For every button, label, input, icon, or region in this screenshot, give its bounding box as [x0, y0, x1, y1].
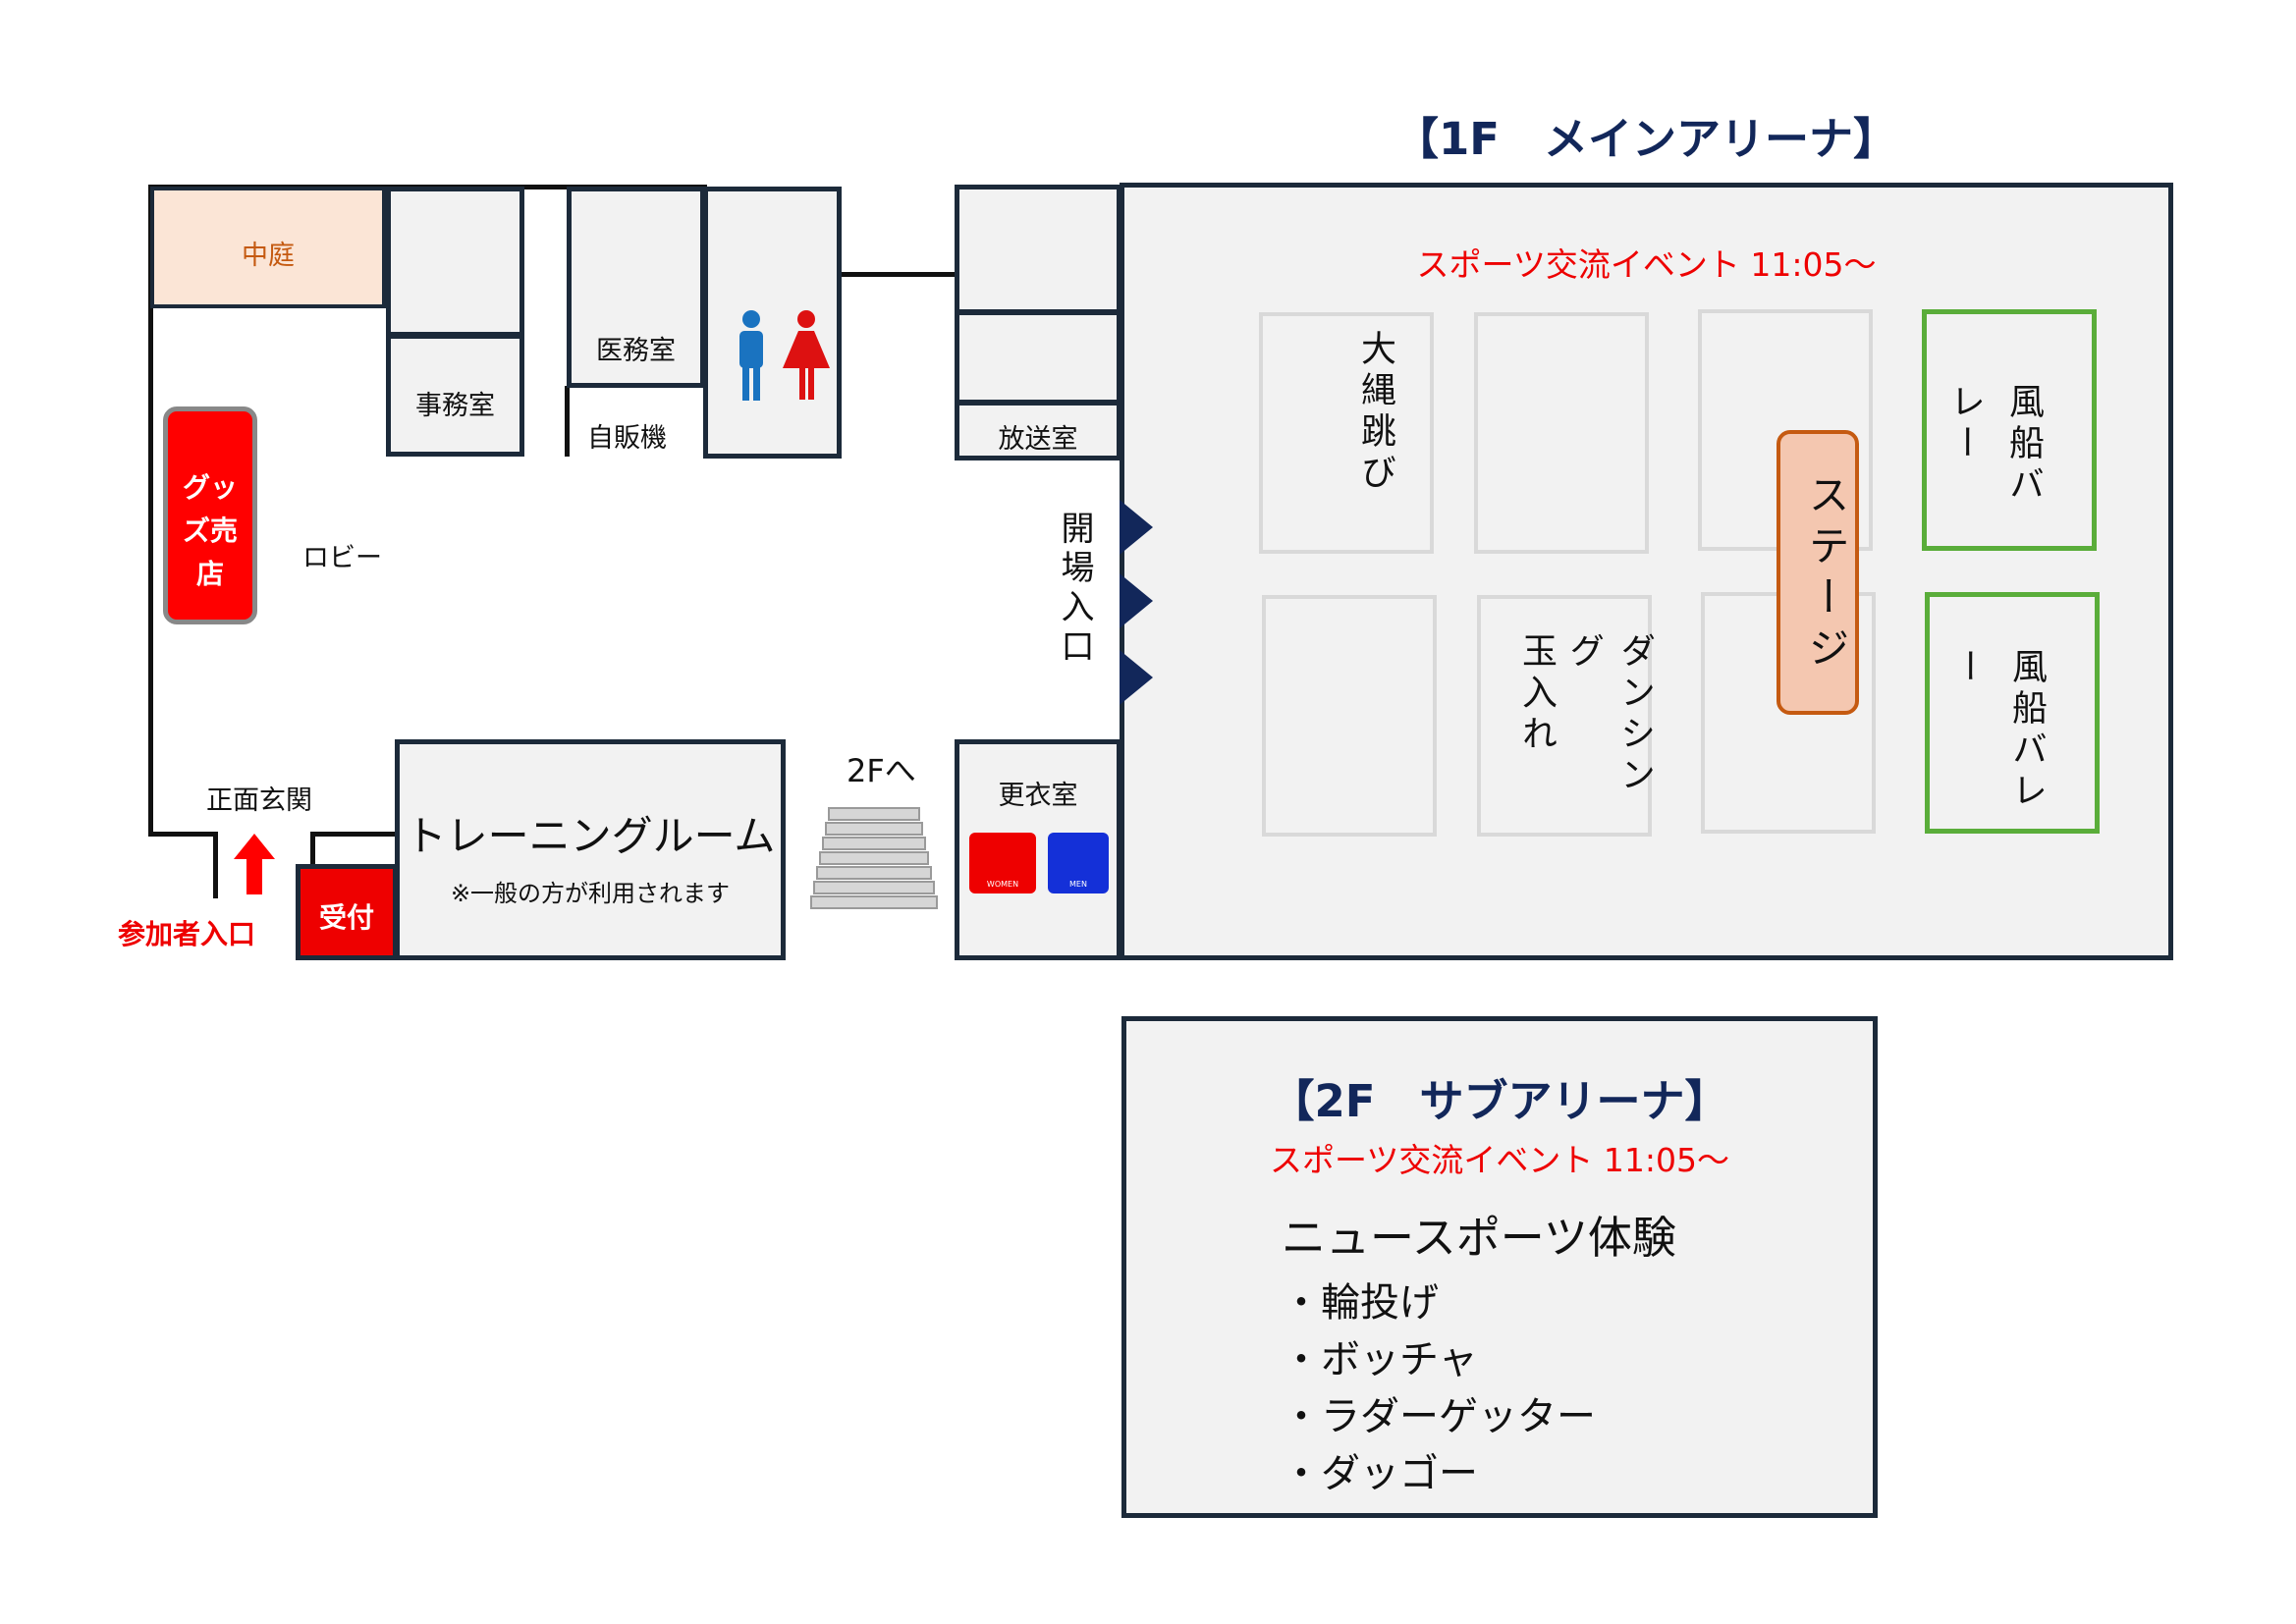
room-unlabeled	[955, 185, 1121, 314]
court-label: 玉入れ	[1516, 632, 1557, 756]
court-label: 風船バレー	[1944, 383, 2044, 507]
activity-item: ・ダッゴー	[1282, 1451, 1478, 1496]
broadcast-room: 放送室	[955, 401, 1121, 460]
room-unlabeled	[955, 310, 1121, 405]
court-balloon-volley: 風船バレー	[1925, 592, 2100, 834]
training-room: トレーニングルーム ※一般の方が利用されます	[395, 739, 786, 960]
goods-shop: グッズ売店	[163, 406, 257, 624]
reception: 受付	[296, 864, 398, 960]
office: 事務室	[386, 334, 524, 457]
dancing-label: ダンシング	[1563, 632, 1655, 797]
to-2f-label: 2Fへ	[847, 752, 916, 789]
medical-label: 医務室	[596, 336, 676, 366]
women-changing-icon: WOMEN	[969, 833, 1036, 893]
stage-label: ステージ	[1802, 473, 1850, 677]
activity-item: ・ラダーゲッター	[1282, 1394, 1596, 1439]
vending-label: 自販機	[587, 423, 667, 454]
stage: ステージ	[1777, 430, 1859, 715]
courtyard: 中庭	[150, 187, 386, 308]
wall	[310, 832, 399, 837]
room-unlabeled	[386, 187, 524, 337]
participant-entrance-label: 参加者入口	[118, 918, 256, 950]
men-label: MEN	[1069, 880, 1087, 889]
women-label: WOMEN	[986, 880, 1019, 889]
entrance-arrow-icon	[1120, 650, 1153, 705]
court	[1474, 312, 1649, 554]
stairs-icon	[810, 807, 938, 925]
court-dance-tama: 玉入れ ダンシング	[1477, 595, 1655, 837]
men-changing-icon: MEN	[1048, 833, 1109, 893]
wall	[565, 386, 570, 457]
training-note: ※一般の方が利用されます	[450, 880, 731, 907]
changing-room: 更衣室 WOMEN MEN	[955, 739, 1121, 960]
broadcast-label: 放送室	[998, 424, 1078, 455]
entrance-arrow-icon	[1120, 573, 1153, 628]
new-sports-heading: ニュースポーツ体験	[1282, 1212, 1676, 1264]
arena-2f-title: 【2F サブアリーナ】	[1270, 1075, 1729, 1127]
changing-label: 更衣室	[998, 781, 1078, 811]
training-label: トレーニングルーム	[405, 812, 776, 860]
arena-1f-title: 【1F メインアリーナ】	[1394, 113, 1898, 165]
restroom-icon	[739, 310, 830, 401]
court	[1262, 595, 1437, 837]
wall	[310, 832, 315, 869]
lobby-label: ロビー	[302, 543, 382, 573]
office-label: 事務室	[415, 391, 495, 421]
court-label: 風船バレー	[1947, 648, 2047, 813]
reception-label: 受付	[318, 901, 374, 934]
main-arena: スポーツ交流イベント 11:05〜	[1120, 183, 2173, 960]
front-entrance-label: 正面玄関	[206, 785, 312, 816]
activity-item: ・ボッチャ	[1282, 1337, 1478, 1382]
arrow-up-icon	[234, 834, 275, 894]
goods-label: グッズ売店	[182, 471, 238, 590]
arena-1f-event: スポーツ交流イベント 11:05〜	[1416, 245, 1877, 284]
activity-item: ・輪投げ	[1282, 1280, 1439, 1326]
entrance-gate-label: 開場入口	[1055, 511, 1094, 668]
sub-arena-2f: 【2F サブアリーナ】 スポーツ交流イベント 11:05〜 ニュースポーツ体験 …	[1121, 1016, 1878, 1518]
entrance-arrow-icon	[1120, 500, 1153, 555]
court-balloon-volley: 風船バレー	[1922, 309, 2097, 551]
wall	[148, 832, 217, 837]
court-jump-rope: 大縄跳び	[1259, 312, 1434, 554]
wall	[213, 832, 218, 898]
courtyard-label: 中庭	[242, 241, 295, 271]
medical-room: 医務室	[567, 187, 705, 388]
wall	[148, 185, 153, 837]
restroom	[703, 187, 842, 459]
arena-2f-event: スポーツ交流イベント 11:05〜	[1270, 1141, 1729, 1179]
wall	[840, 272, 955, 277]
court-label: 大縄跳び	[1355, 330, 1395, 495]
